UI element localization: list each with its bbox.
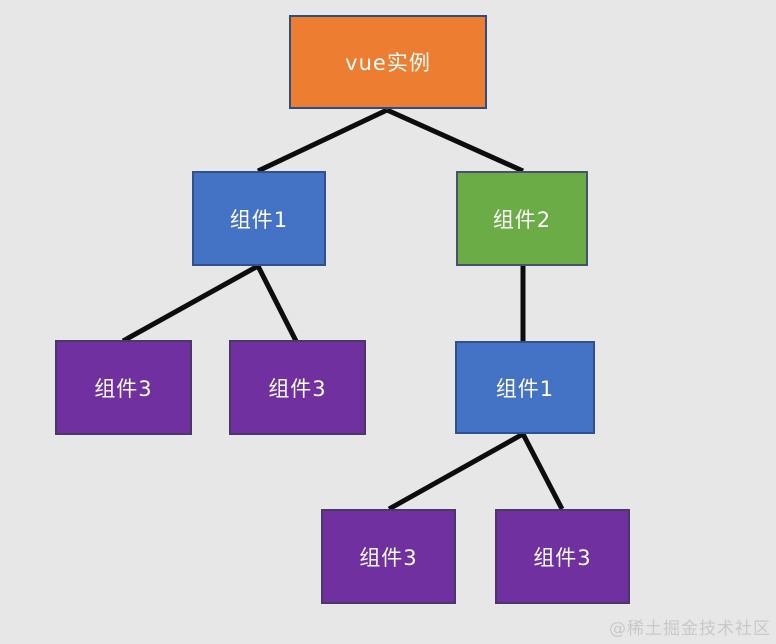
node-component1-right: 组件1 [455, 341, 595, 434]
watermark-text: @稀土掘金技术社区 [609, 619, 771, 639]
node-component3-d: 组件3 [495, 509, 630, 604]
edge-line-6 [520, 432, 565, 511]
node-component3-a: 组件3 [55, 340, 192, 435]
edge-line-2 [121, 263, 260, 344]
edge-line-3 [255, 264, 299, 343]
node-component2: 组件2 [456, 171, 588, 266]
edge-line-0 [256, 107, 389, 174]
node-vue-instance: vue实例 [289, 15, 487, 109]
node-component1-left: 组件1 [192, 171, 326, 266]
edge-line-1 [385, 107, 525, 174]
node-component3-c: 组件3 [321, 509, 456, 604]
node-component3-b: 组件3 [229, 340, 366, 435]
edge-line-5 [387, 431, 525, 512]
